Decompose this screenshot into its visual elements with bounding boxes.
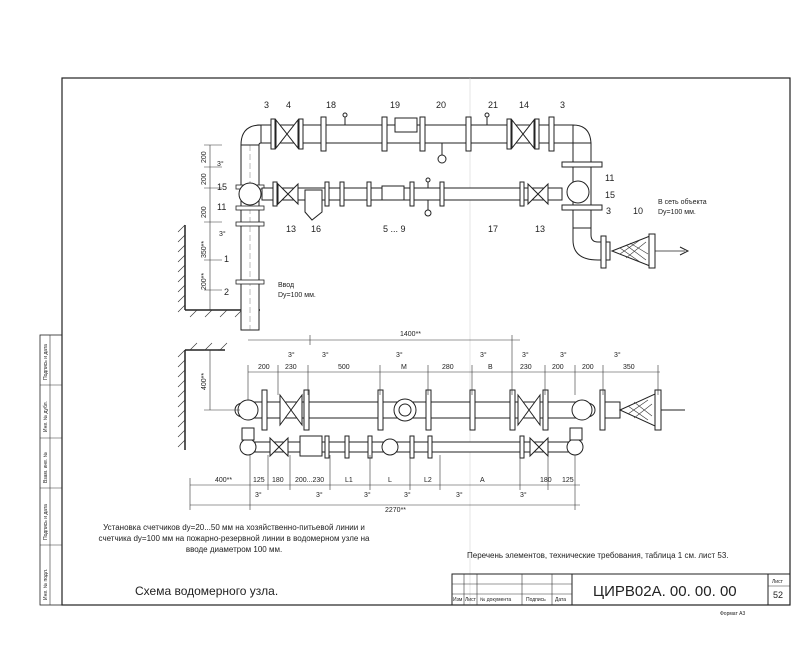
- deg-top-3: 3°: [480, 351, 487, 359]
- deg-top-1: 3°: [322, 351, 329, 359]
- dim-bottom-9: 125: [562, 477, 574, 484]
- sheet-number: 52: [773, 590, 783, 600]
- callout-3c: 3: [606, 206, 611, 216]
- deg-bottom-1: 3°: [316, 491, 323, 499]
- deg-top-5: 3°: [560, 351, 567, 359]
- description-note: Установка счетчиков dy=20...50 мм на хоз…: [98, 523, 370, 554]
- inlet-size: Dy=100 мм.: [278, 292, 316, 299]
- callout-3a: 3: [264, 100, 269, 110]
- outlet-size: Dy=100 мм.: [658, 209, 696, 216]
- callout-10: 10: [633, 206, 643, 216]
- callout-20: 20: [436, 100, 446, 110]
- callout-1: 1: [224, 254, 229, 264]
- inlet-label: Ввод: [278, 282, 294, 289]
- dim-top-5: B: [488, 364, 493, 371]
- sheet-label: Лист: [772, 579, 784, 585]
- side-label-2: Инв. № дубл.: [43, 401, 49, 432]
- deg-bottom-0: 3°: [255, 491, 262, 499]
- callout-19: 19: [390, 100, 400, 110]
- deg-bottom-2: 3°: [364, 491, 371, 499]
- dim-350: 350**: [201, 241, 208, 258]
- callout-16: 16: [311, 224, 321, 234]
- callout-13a: 13: [286, 224, 296, 234]
- callout-5-9: 5 ... 9: [383, 224, 406, 234]
- callout-11b: 11: [217, 202, 226, 212]
- dim-200d: 200**: [201, 273, 208, 290]
- dim-bottom-2: 180: [272, 477, 284, 484]
- callout-21: 21: [488, 100, 498, 110]
- dim-bottom-5: L: [388, 477, 392, 484]
- dim-bottom-8: 180: [540, 477, 552, 484]
- elevation-view: [177, 112, 690, 331]
- dim-200a: 200: [201, 151, 208, 163]
- dim-total-top: 1400**: [400, 331, 421, 338]
- stamp-col-4: Дата: [555, 597, 566, 603]
- format-label: Формат А3: [720, 611, 745, 617]
- dim-top-2: 500: [338, 364, 350, 371]
- callout-15a: 15: [217, 182, 227, 192]
- callout-14: 14: [519, 100, 529, 110]
- dim-left-vert: 400**: [201, 373, 208, 390]
- callout-17: 17: [488, 224, 498, 234]
- outlet-label: В сеть объекта: [658, 198, 707, 206]
- deg-top-0: 3°: [288, 351, 295, 359]
- deg-top-6: 3°: [614, 351, 621, 359]
- side-label-4: Подпись и дата: [43, 504, 49, 540]
- stamp-col-1: Лист: [465, 597, 477, 603]
- dim-top-9: 350: [623, 364, 635, 371]
- deg-bottom-4: 3°: [456, 491, 463, 499]
- stamp-col-3: Подпись: [526, 597, 546, 603]
- dim-total-bottom: 2270**: [385, 507, 406, 514]
- side-strip: Подпись и дата Инв. № дубл. Взам. инв. №…: [39, 334, 63, 606]
- callout-3d: 3°: [217, 160, 224, 168]
- dim-top-6: 230: [520, 364, 532, 371]
- stamp-col-2: № документа: [480, 597, 511, 603]
- side-label-1: Подпись и дата: [43, 344, 49, 380]
- callout-2: 2: [224, 287, 229, 297]
- deg-bottom-5: 3°: [520, 491, 527, 499]
- water-meter-19: [394, 117, 418, 133]
- deg-top-2: 3°: [396, 351, 403, 359]
- dim-bottom-7: A: [480, 477, 485, 484]
- deg-bottom-3: 3°: [404, 491, 411, 499]
- side-label-3: Взам. инв. №: [43, 452, 49, 483]
- dim-top-3: M: [401, 364, 407, 371]
- gate-valve-14: [506, 118, 540, 150]
- callout-labels: 3 4 18 19 20 21 14 3 11 15 11 15 3 10 13…: [201, 100, 707, 299]
- drawing-code: ЦИРВ02А. 00. 00. 00: [593, 583, 737, 600]
- callout-4: 4: [286, 100, 291, 110]
- callout-3e: 3°: [219, 230, 226, 238]
- deg-top-4: 3°: [522, 351, 529, 359]
- dim-top-1: 230: [285, 364, 297, 371]
- mesh-filter-10: [610, 235, 651, 267]
- callout-13b: 13: [535, 224, 545, 234]
- dim-top-0: 200: [258, 364, 270, 371]
- reference-note: Перечень элементов, технические требован…: [467, 551, 729, 560]
- dim-bottom-0: 400**: [215, 477, 232, 484]
- dim-200c: 200: [201, 206, 208, 218]
- side-label-5: Инв. № подл.: [43, 569, 49, 600]
- dim-200b: 200: [201, 173, 208, 185]
- dim-bottom-4: L1: [345, 477, 353, 484]
- title-block: Изм Лист № документа Подпись Дата ЦИРВ02…: [451, 573, 791, 617]
- callout-18: 18: [326, 100, 336, 110]
- dim-top-4: 280: [442, 364, 454, 371]
- dim-top-8: 200: [582, 364, 594, 371]
- plan-view: [177, 335, 685, 510]
- dim-top-7: 200: [552, 364, 564, 371]
- dim-bottom-1: 125: [253, 477, 265, 484]
- callout-15b: 15: [605, 190, 615, 200]
- plan-dimension-labels: 1400** 200 230 500 M 280 B 230 200 200 3…: [201, 331, 635, 514]
- stamp-col-0: Изм: [453, 597, 463, 603]
- callout-3b: 3: [560, 100, 565, 110]
- dim-bottom-6: L2: [424, 477, 432, 484]
- dim-bottom-3: 200...230: [295, 477, 324, 484]
- callout-11a: 11: [605, 173, 614, 183]
- gate-valve-4: [270, 118, 304, 150]
- drawing-title: Схема водомерного узла.: [135, 584, 278, 598]
